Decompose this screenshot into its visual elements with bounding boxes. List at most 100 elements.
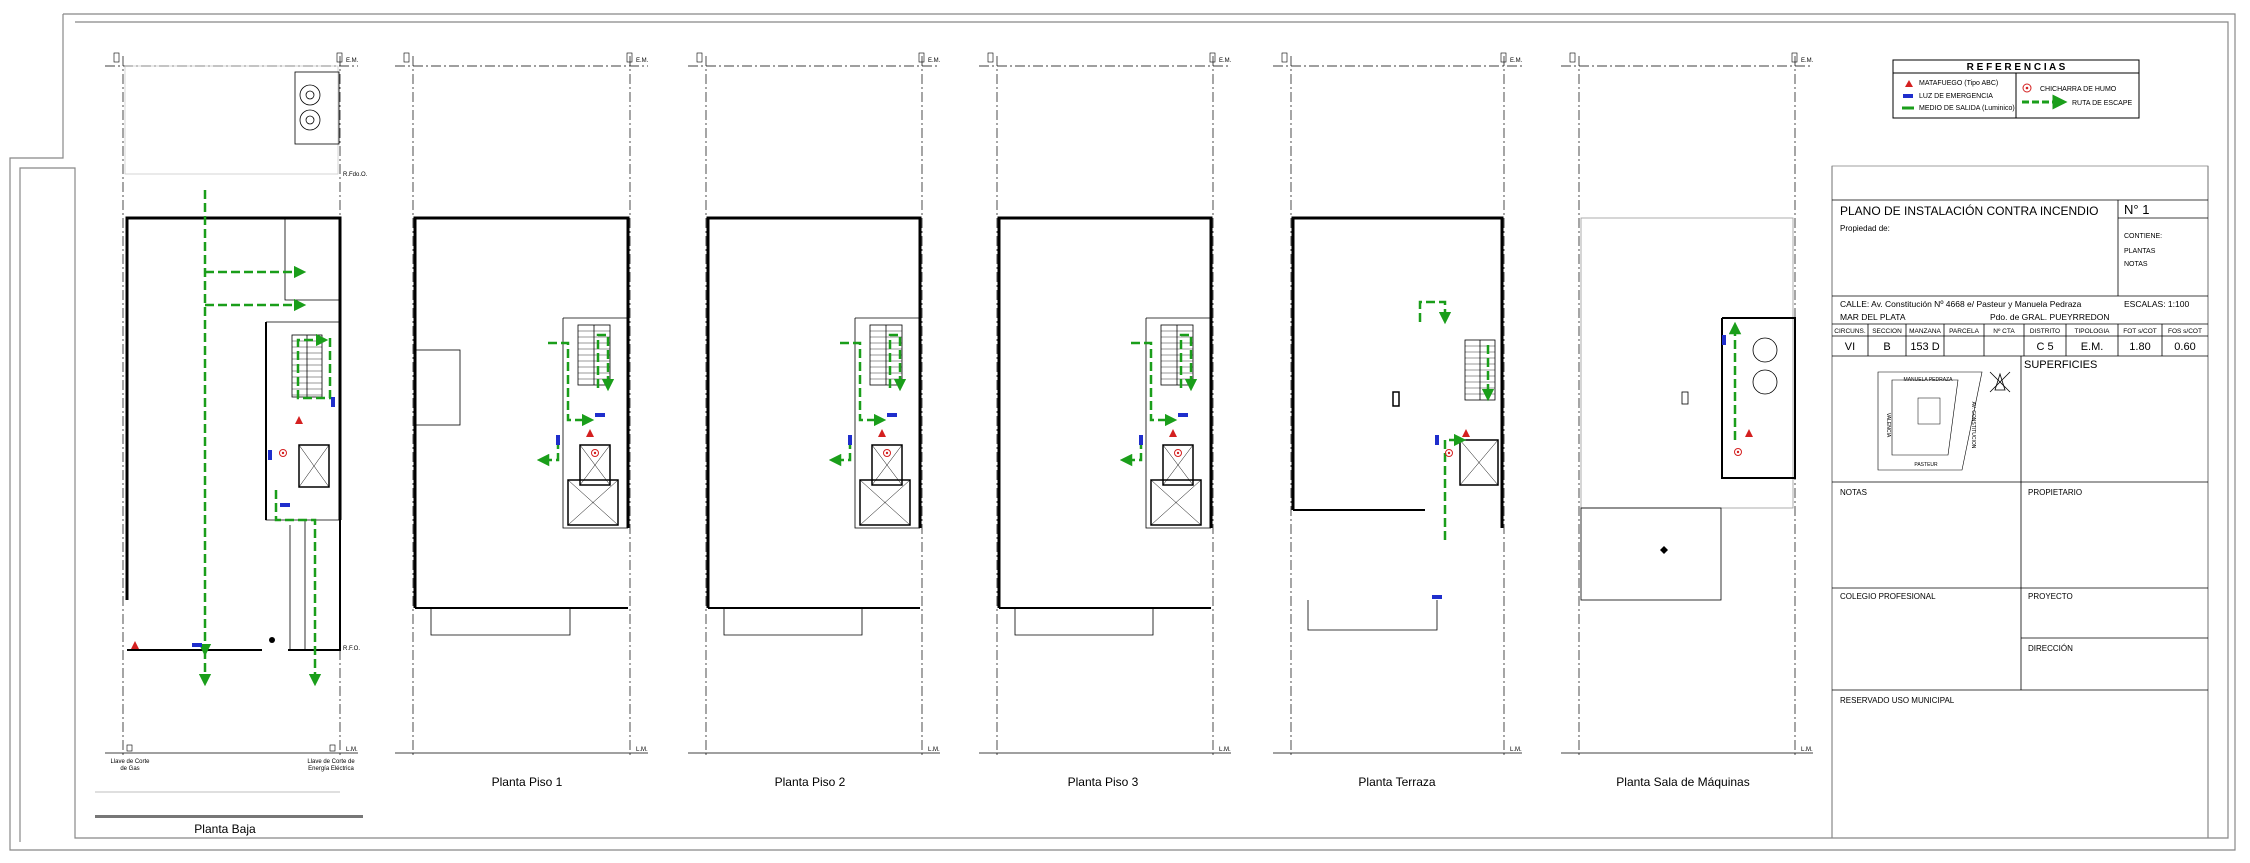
escape-route <box>296 333 332 400</box>
elevator-shaft <box>1150 479 1202 526</box>
em-label: E.M. <box>1510 58 1523 64</box>
partition <box>723 608 863 636</box>
sheet-frame <box>9 13 2236 851</box>
ground-floor-details: R.Fdo.O. R.F.O. Llave de Corte de Gas Ll… <box>95 71 368 818</box>
cad-value: B <box>1883 341 1890 353</box>
escape-route <box>840 341 887 427</box>
plan-piso-1: E.M.L.M. <box>395 52 649 755</box>
axis-marker <box>1209 52 1216 63</box>
vent <box>1681 391 1689 405</box>
cad-header: TIPOLOGIA <box>2074 328 2110 335</box>
axis-marker <box>1500 52 1507 63</box>
cad-value: E.M. <box>2081 341 2104 353</box>
partido: Pdo. de GRAL. PUEYRREDON <box>1990 312 2110 322</box>
power-valve-label: Energía Eléctrica <box>308 766 354 772</box>
cad-header: SECCION <box>1872 328 1902 335</box>
map-street: VALENCIA <box>1885 413 1891 438</box>
elevator-cross <box>871 444 903 486</box>
cad-value: 153 D <box>1910 341 1939 353</box>
elevator-shaft <box>579 444 611 486</box>
roof-terrace <box>1580 507 1722 601</box>
elevator-shaft <box>1162 444 1194 486</box>
smoke-alarm-icon <box>591 449 599 457</box>
address: CALLE: Av. Constitución Nº 4668 e/ Paste… <box>1840 299 2082 309</box>
escape-route <box>1418 300 1452 325</box>
smoke-alarm-dot <box>1736 450 1740 454</box>
scale: ESCALAS: 1:100 <box>2124 299 2189 309</box>
smoke-alarm-icon <box>883 449 891 457</box>
escape-route <box>274 490 322 687</box>
partition <box>1145 318 1211 529</box>
ac-unit-icon <box>294 71 340 145</box>
surfaces-label: SUPERFICIES <box>2024 359 2097 371</box>
plan-title-label: Planta Piso 3 <box>1068 775 1139 789</box>
smoke-alarm-dot <box>1176 451 1180 455</box>
extinguisher-icon <box>1745 429 1753 437</box>
cad-value: 1.80 <box>2129 341 2150 353</box>
wall <box>125 216 342 600</box>
smoke-alarm-dot <box>281 451 285 455</box>
map-street: PASTEUR <box>1914 462 1938 468</box>
escape-route <box>548 341 595 427</box>
partition <box>430 608 571 636</box>
title-block-text: PLANO DE INSTALACIÓN CONTRA INCENDIO N° … <box>1834 202 2202 705</box>
emergency-light-icon <box>595 413 605 417</box>
axis-marker <box>626 52 633 63</box>
smoke-alarm-dot <box>593 451 597 455</box>
legend-item-label: RUTA DE ESCAPE <box>2072 100 2132 107</box>
owner-box-label: PROPIETARIO <box>2028 488 2082 497</box>
elevator-shaft <box>859 479 911 526</box>
axis-marker <box>336 52 343 63</box>
plan-piso-2: E.M.L.M. <box>688 52 941 755</box>
power-valve-icon <box>329 744 336 752</box>
college-label: COLEGIO PROFESIONAL <box>1840 592 1936 601</box>
toilet-block <box>414 349 461 426</box>
escape-route <box>888 333 907 392</box>
power-valve-label: Llave de Corte de <box>307 759 355 765</box>
plan-planta-baja: E.M.L.M. <box>105 52 359 755</box>
elevator-shaft <box>567 479 619 526</box>
axis-marker <box>918 52 925 63</box>
city: MAR DEL PLATA <box>1840 312 1906 322</box>
emergency-light-icon <box>556 435 560 445</box>
water-tank-icon <box>1752 369 1778 395</box>
escape-route <box>828 440 852 467</box>
elevator-cross <box>1459 439 1499 486</box>
emergency-light-icon <box>1432 595 1442 599</box>
emergency-light-icon <box>887 413 897 417</box>
project-label: PROYECTO <box>2028 592 2073 601</box>
escape-route <box>1443 433 1467 540</box>
extinguisher-icon <box>586 429 594 437</box>
extinguisher-icon <box>1462 429 1470 437</box>
axis-marker <box>1281 52 1288 63</box>
rfo-label: R.F.O. <box>343 646 360 652</box>
smoke-alarm-icon <box>2022 83 2032 93</box>
smoke-alarm-dot <box>885 451 889 455</box>
wall <box>706 216 922 608</box>
em-label: E.M. <box>636 58 649 64</box>
emergency-light-icon <box>1722 335 1726 345</box>
emergency-light-icon <box>192 643 202 647</box>
em-label: E.M. <box>1219 58 1232 64</box>
lm-label: L.M. <box>1801 747 1813 753</box>
plan-piso-3: E.M.L.M. <box>979 52 1232 755</box>
cad-header: FOT s/COT <box>2123 328 2156 335</box>
plan-title-label: Planta Baja <box>194 822 256 836</box>
legend-item-label: MATAFUEGO (Tipo ABC) <box>1919 80 1998 87</box>
escape-route <box>1119 440 1143 467</box>
elevator-cross <box>859 479 911 526</box>
wall <box>1721 317 1796 479</box>
drain-marker <box>1660 546 1668 554</box>
axis-marker <box>403 52 410 63</box>
gas-valve-icon <box>126 744 133 752</box>
escape-route <box>1131 341 1178 427</box>
north-arrow-icon <box>1989 371 2011 393</box>
lm-label: L.M. <box>928 747 940 753</box>
extinguisher-icon <box>1905 80 1913 87</box>
elevator-shaft <box>871 444 903 486</box>
extinguisher-icon <box>1169 429 1177 437</box>
plan-terraza: E.M.L.M. <box>1273 52 1523 755</box>
emergency-light-icon <box>268 450 272 460</box>
cad-value: 0.60 <box>2174 341 2195 353</box>
cad-header: FOS s/COT <box>2168 328 2202 335</box>
